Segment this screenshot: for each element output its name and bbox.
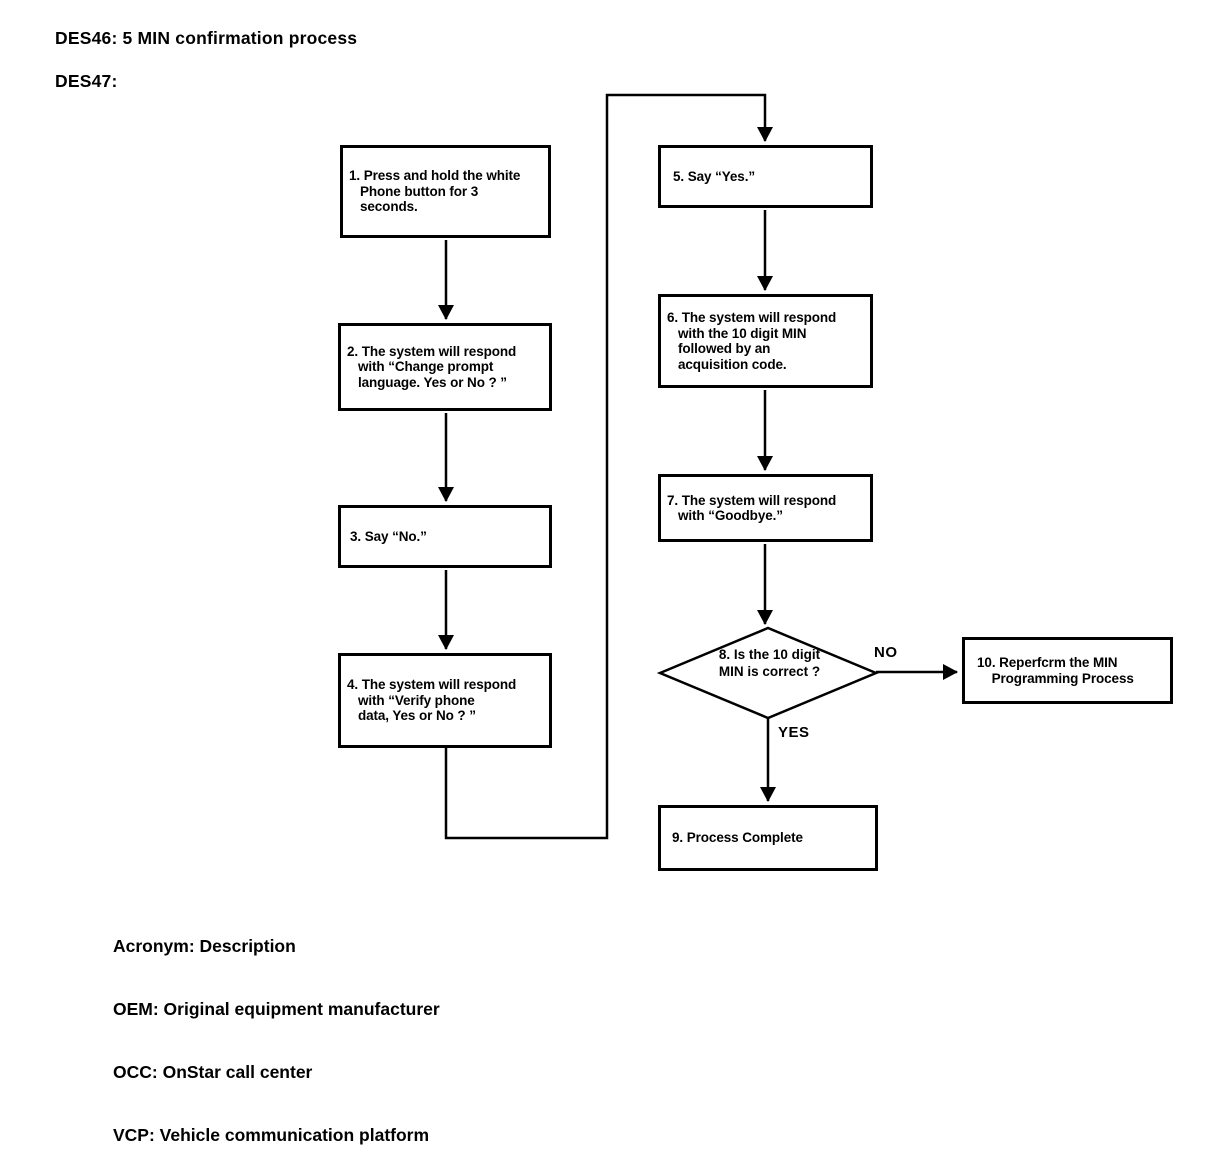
branch-label-no: NO (874, 644, 898, 661)
acronym-legend: Acronym: Description OEM: Original equip… (113, 894, 440, 1167)
flow-node-4: 4. The system will respond with “Verify … (338, 653, 552, 748)
flow-node-4-text: 4. The system will respond with “Verify … (347, 677, 517, 724)
flow-node-1-text: 1. Press and hold the white Phone button… (349, 168, 521, 215)
flow-node-7-text: 7. The system will respond with “Goodbye… (667, 492, 837, 524)
acronym-item-occ: OCC: OnStar call center (113, 1062, 313, 1082)
flow-node-6-text: 6. The system will respond with the 10 d… (667, 310, 837, 372)
flow-node-1: 1. Press and hold the white Phone button… (340, 145, 551, 238)
flow-node-5-text: 5. Say “Yes.” (673, 168, 756, 184)
acronym-item-vcp: VCP: Vehicle communication platform (113, 1125, 430, 1145)
flow-node-6: 6. The system will respond with the 10 d… (658, 294, 873, 388)
page-subtitle: DES47: (55, 71, 118, 91)
flow-node-8-text: 8. Is the 10 digit MIN is correct ? (718, 647, 821, 679)
flow-connectors (438, 93, 958, 840)
flow-node-7: 7. The system will respond with “Goodbye… (658, 474, 873, 542)
acronym-item-oem: OEM: Original equipment manufacturer (113, 999, 440, 1019)
flow-node-9: 9. Process Complete (658, 805, 878, 871)
decision-diamond-8 (656, 626, 880, 720)
flow-node-5: 5. Say “Yes.” (658, 145, 873, 208)
flow-node-10: 10. Reperfcrm the MIN Programming Proces… (962, 637, 1173, 704)
flow-node-3-text: 3. Say “No.” (350, 528, 427, 544)
arrow-4-to-5 (444, 93, 773, 840)
flow-node-9-text: 9. Process Complete (672, 830, 803, 846)
flow-node-2: 2. The system will respond with “Change … (338, 323, 552, 411)
flow-node-2-text: 2. The system will respond with “Change … (347, 343, 517, 390)
page-title: DES46: 5 MIN confirmation process (55, 28, 358, 48)
acronym-legend-header: Acronym: Description (113, 936, 296, 956)
flow-node-10-text: 10. Reperfcrm the MIN Programming Proces… (977, 655, 1134, 686)
branch-label-yes: YES (778, 724, 810, 741)
flow-node-3: 3. Say “No.” (338, 505, 552, 568)
